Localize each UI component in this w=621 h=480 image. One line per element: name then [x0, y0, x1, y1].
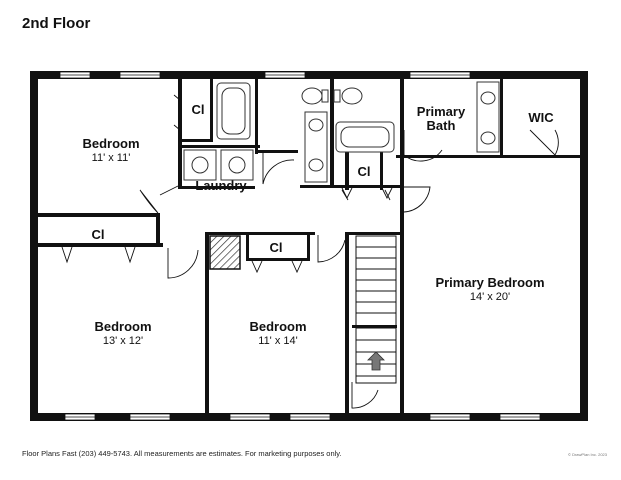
room-name-primary-bedroom: Primary Bedroom [435, 275, 544, 290]
room-dims-bedroom-mid: 11' x 14' [258, 335, 297, 347]
toilet-icon [301, 87, 323, 105]
footer-disclaimer: Floor Plans Fast (203) 449-5743. All mea… [22, 449, 342, 458]
room-name-bedroom-sw: Bedroom [94, 319, 151, 334]
interior-walls [38, 79, 580, 414]
copyright-text: © DrawPlan Inc. 2023 [568, 452, 607, 457]
fixtures [183, 81, 500, 183]
door-swings [139, 129, 559, 409]
closet-label-4: Cl [358, 164, 371, 179]
chase-hatch [209, 235, 241, 270]
room-dims-bedroom-nw: 11' x 11' [92, 152, 131, 164]
windows [59, 71, 541, 421]
room-name-bedroom-mid: Bedroom [249, 319, 306, 334]
room-name-wic: WIC [528, 110, 554, 125]
room-name-bedroom-nw: Bedroom [82, 136, 139, 151]
floor-plan: Bedroom 11' x 11' Bedroom 13' x 12' Bedr… [30, 71, 588, 421]
closet-label-2: Cl [92, 227, 105, 242]
stair-arrow-icon [367, 351, 385, 371]
closet-label-3: Cl [270, 240, 283, 255]
room-name-primary-bath-1: Primary [417, 104, 466, 119]
room-dims-bedroom-sw: 13' x 12' [103, 335, 143, 347]
room-name-laundry: Laundry [195, 178, 247, 193]
closet-label-1: Cl [192, 102, 205, 117]
room-name-primary-bath-2: Bath [427, 118, 456, 133]
room-dims-primary-bedroom: 14' x 20' [470, 291, 510, 303]
toilet-icon-2 [341, 87, 363, 105]
floor-title: 2nd Floor [22, 15, 91, 32]
closet-bifold-doors [61, 94, 393, 274]
